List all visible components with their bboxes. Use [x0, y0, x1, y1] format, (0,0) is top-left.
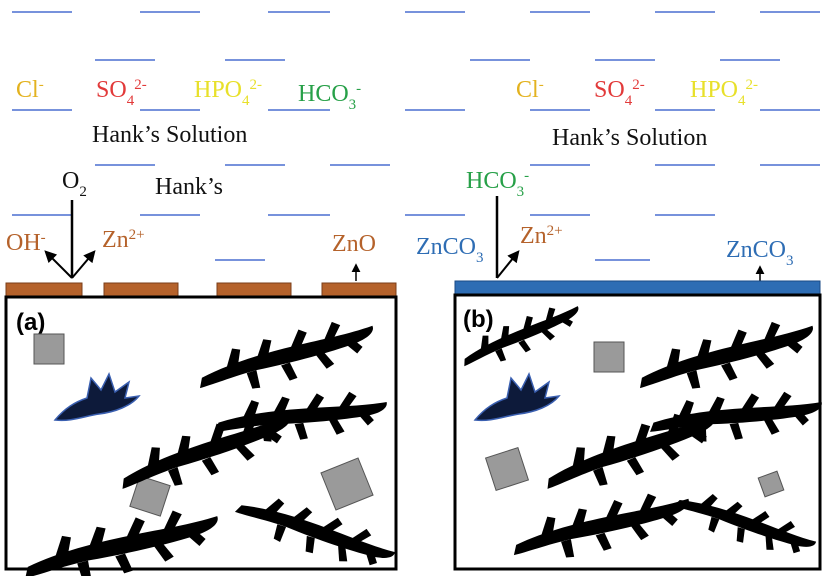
sulfate-ion-b: SO42- — [594, 77, 645, 109]
hanks-label: Hank’s — [155, 174, 223, 200]
hanks-solution-label-a: Hank’s Solution — [92, 122, 247, 148]
bicarbonate-label-b: HCO3- — [466, 168, 529, 200]
zinc-oxide-layer — [5, 282, 397, 297]
phosphate-ion-b: HPO42- — [690, 77, 758, 109]
zinc-carbonate-label-right: ZnCO3 — [726, 237, 794, 269]
particle — [593, 341, 625, 373]
panel-label-a: (a) — [16, 309, 45, 336]
chloride-ion-b: Cl- — [516, 77, 544, 103]
zinc-ion-label-a: Zn2+ — [102, 227, 145, 253]
particle — [757, 470, 785, 498]
zinc-ion-label-b: Zn2+ — [520, 223, 563, 249]
phosphate-ion-a: HPO42- — [194, 77, 262, 109]
particle — [33, 333, 65, 365]
oxygen-label: O2 — [62, 168, 87, 200]
solution-dash-lines-b — [405, 11, 820, 261]
zinc-ion-arrow-b — [496, 250, 520, 279]
particle — [129, 475, 171, 517]
sulfate-ion-a: SO42- — [96, 77, 147, 109]
panel-a: Cl- SO42- HPO42- HCO3- Hank’s Solution H… — [4, 11, 399, 576]
zinc-carbonate-label-left: ZnCO3 — [416, 234, 484, 266]
particle — [484, 446, 530, 492]
zinc-oxide-label: ZnO — [332, 231, 376, 257]
panel-b: Cl- SO42- HPO42- Hank’s Solution HCO3- Z… — [405, 11, 823, 576]
hanks-solution-label-b: Hank’s Solution — [552, 125, 707, 151]
chloride-ion-a: Cl- — [16, 77, 44, 103]
zinc-ion-arrow-a — [71, 250, 96, 279]
particle — [320, 457, 374, 511]
solution-dash-lines-a — [12, 11, 390, 261]
bicarbonate-ion-a: HCO3- — [298, 81, 361, 113]
hydroxide-arrow — [44, 250, 73, 279]
hydroxide-label: OH- — [6, 230, 46, 256]
panel-label-b: (b) — [463, 306, 494, 333]
zinc-carbonate-layer — [454, 280, 821, 295]
